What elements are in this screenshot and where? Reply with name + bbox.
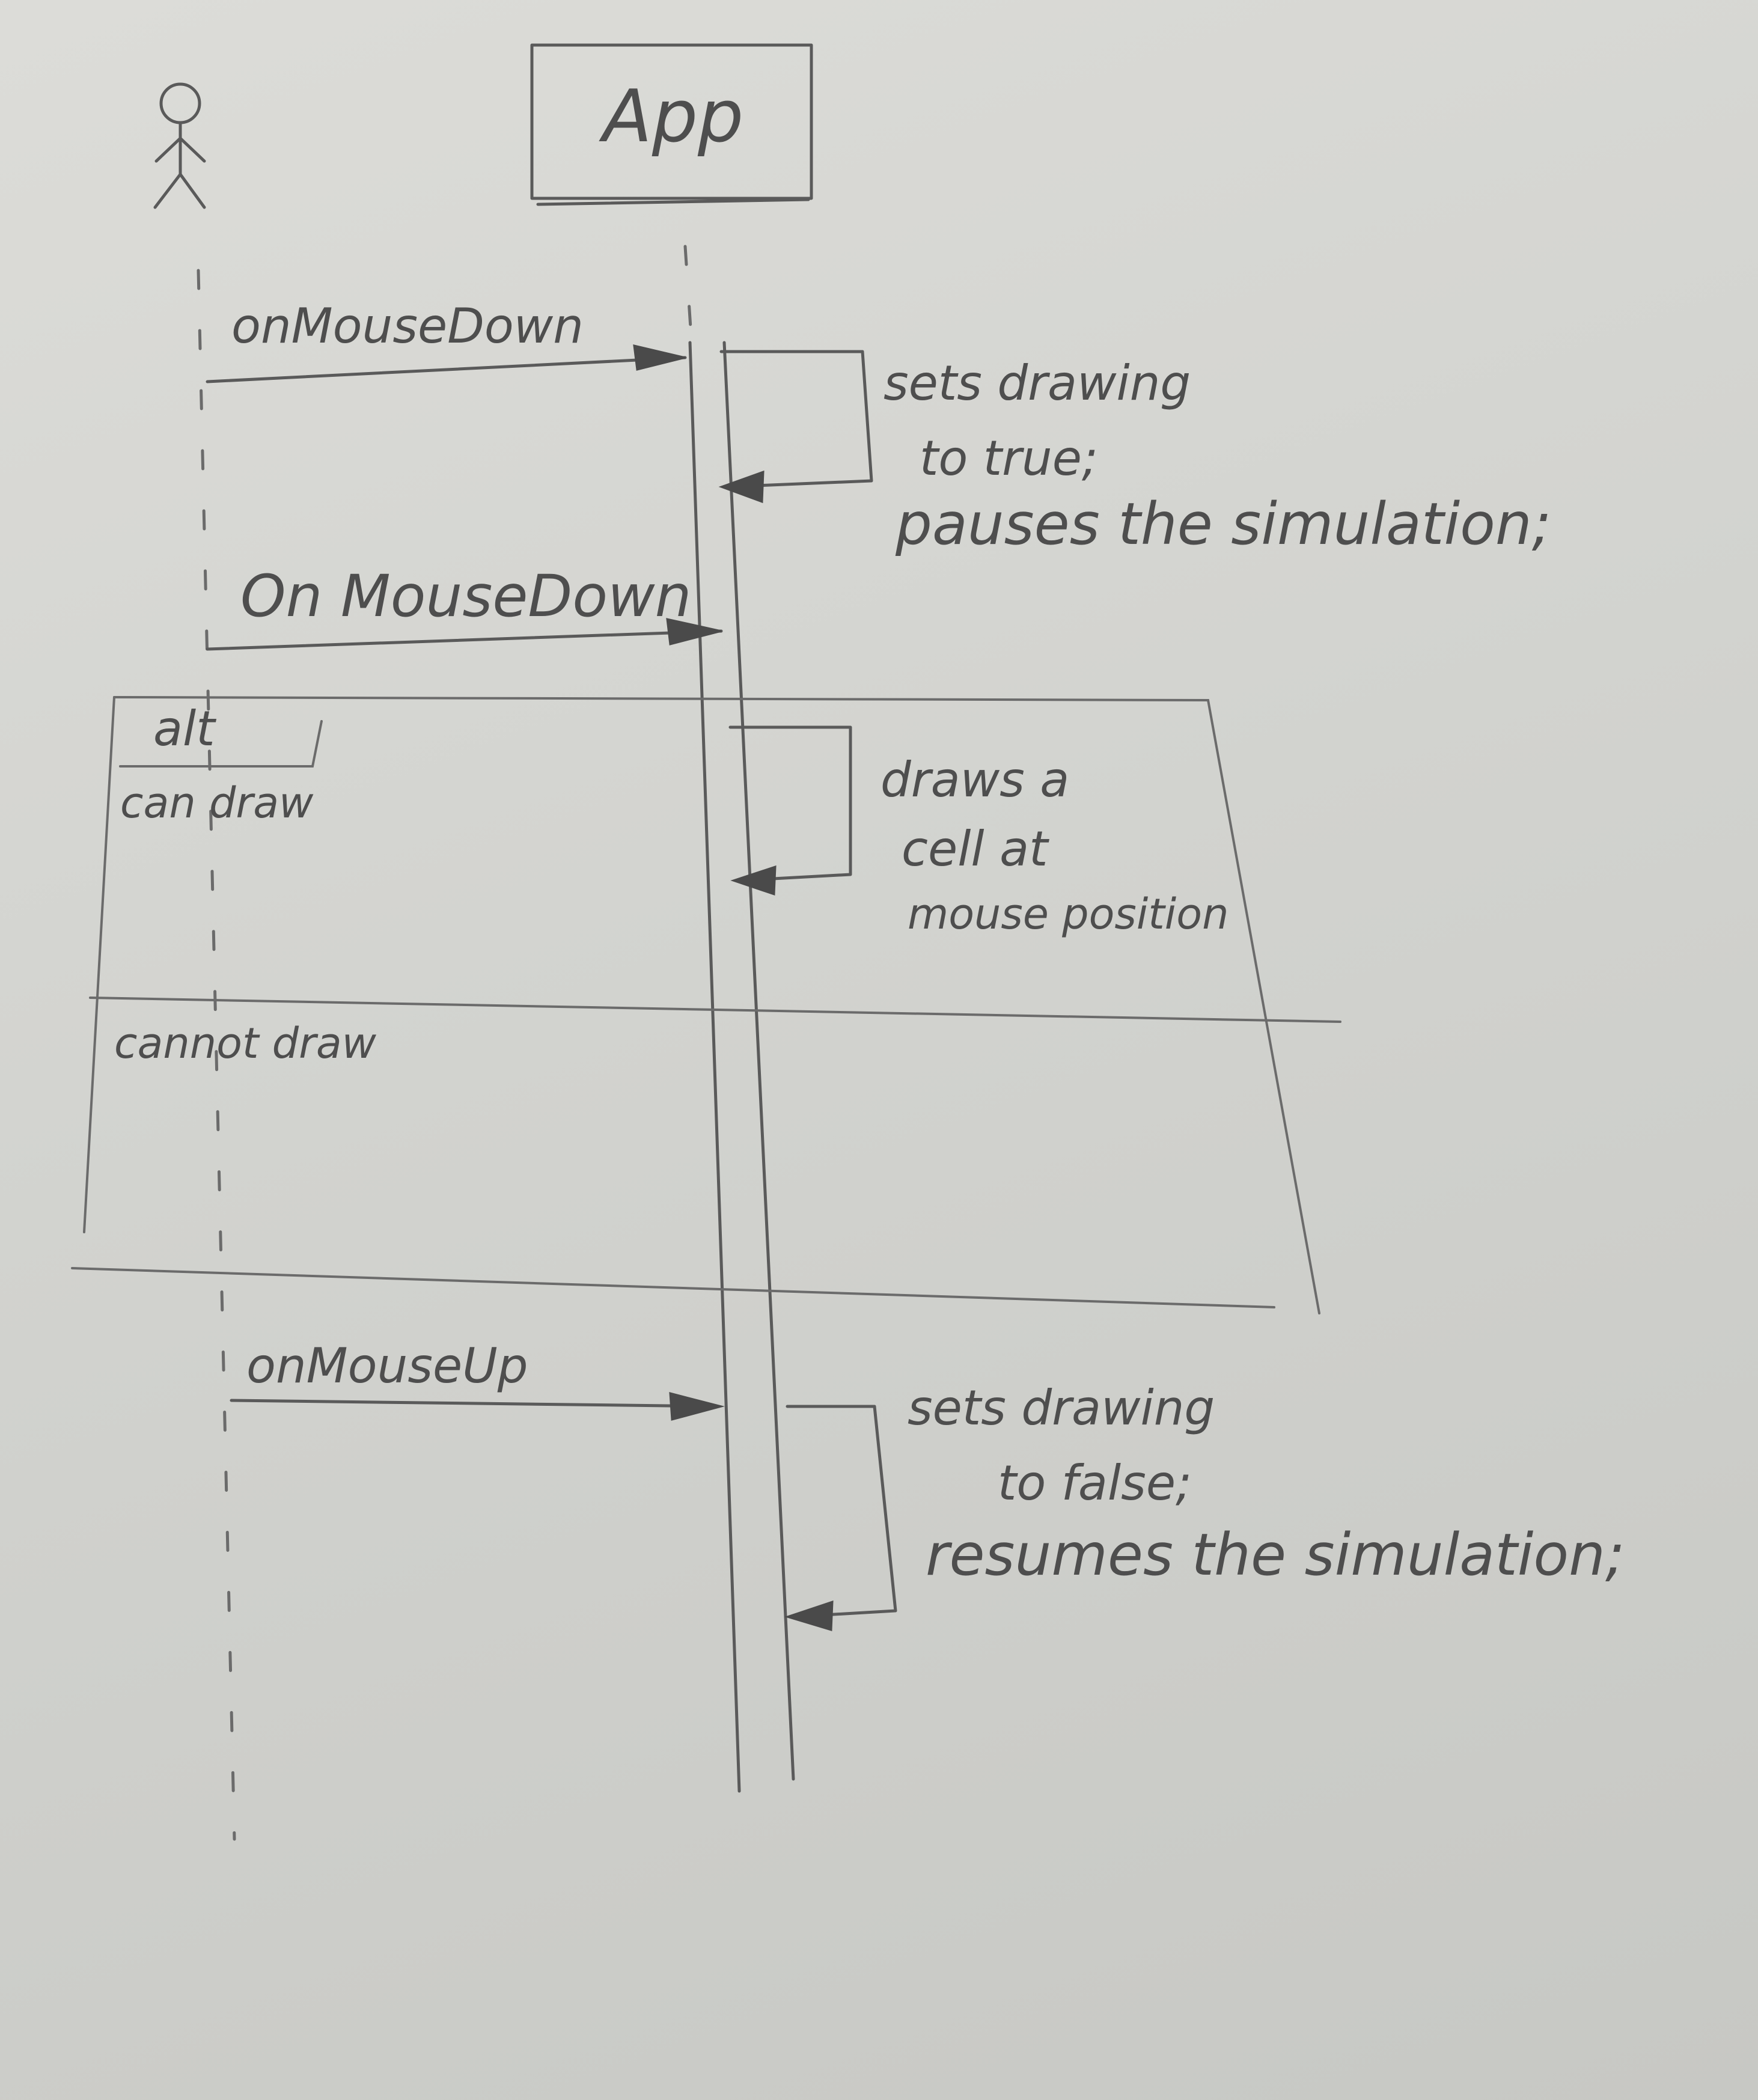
note-first-line-2: to true;	[920, 430, 1098, 486]
stick-figure-icon	[153, 82, 206, 209]
app-participant: App	[530, 43, 813, 206]
message-onmousedown-2-label: On MouseDown	[240, 563, 691, 630]
app-participant-box	[530, 43, 813, 200]
self-call-alt	[728, 725, 852, 896]
actor-lifeline	[197, 269, 236, 1841]
note-first-line-3: pauses the simulation;	[895, 490, 1551, 558]
guard-can-draw: can draw	[120, 778, 314, 828]
alt-operator-label: alt	[153, 701, 216, 757]
note-first: sets drawing to true; pauses the simulat…	[884, 355, 1551, 558]
message-onmousedown-2: On MouseDown	[206, 563, 723, 651]
guard-cannot-draw: cannot draw	[114, 1019, 377, 1068]
app-activation-bar	[688, 341, 795, 1793]
note-last: sets drawing to false; resumes the simul…	[908, 1380, 1625, 1589]
note-alt-line-1: draws a	[881, 752, 1069, 808]
message-onmousedown-1-label: onMouseDown	[231, 298, 584, 354]
self-call-3	[784, 1405, 897, 1631]
app-lifeline-top	[683, 245, 693, 338]
note-last-line-3: resumes the simulation;	[926, 1521, 1625, 1589]
note-alt-line-3: mouse position	[908, 890, 1228, 939]
note-last-line-2: to false;	[998, 1455, 1192, 1511]
note-last-line-1: sets drawing	[908, 1380, 1215, 1436]
message-onmouseup: onMouseUp	[230, 1338, 725, 1421]
alt-fragment: alt can draw cannot draw	[71, 696, 1341, 1314]
self-call-1	[718, 350, 873, 504]
note-first-line-1: sets drawing	[884, 355, 1191, 411]
message-onmouseup-label: onMouseUp	[246, 1338, 528, 1394]
note-alt: draws a cell at mouse position	[881, 752, 1228, 939]
alt-operand-divider	[89, 997, 1341, 1023]
note-alt-line-2: cell at	[902, 821, 1049, 877]
alt-fragment-frame	[113, 696, 1320, 1314]
app-participant-label: App	[599, 75, 743, 159]
message-onmousedown-1: onMouseDown	[206, 298, 687, 383]
